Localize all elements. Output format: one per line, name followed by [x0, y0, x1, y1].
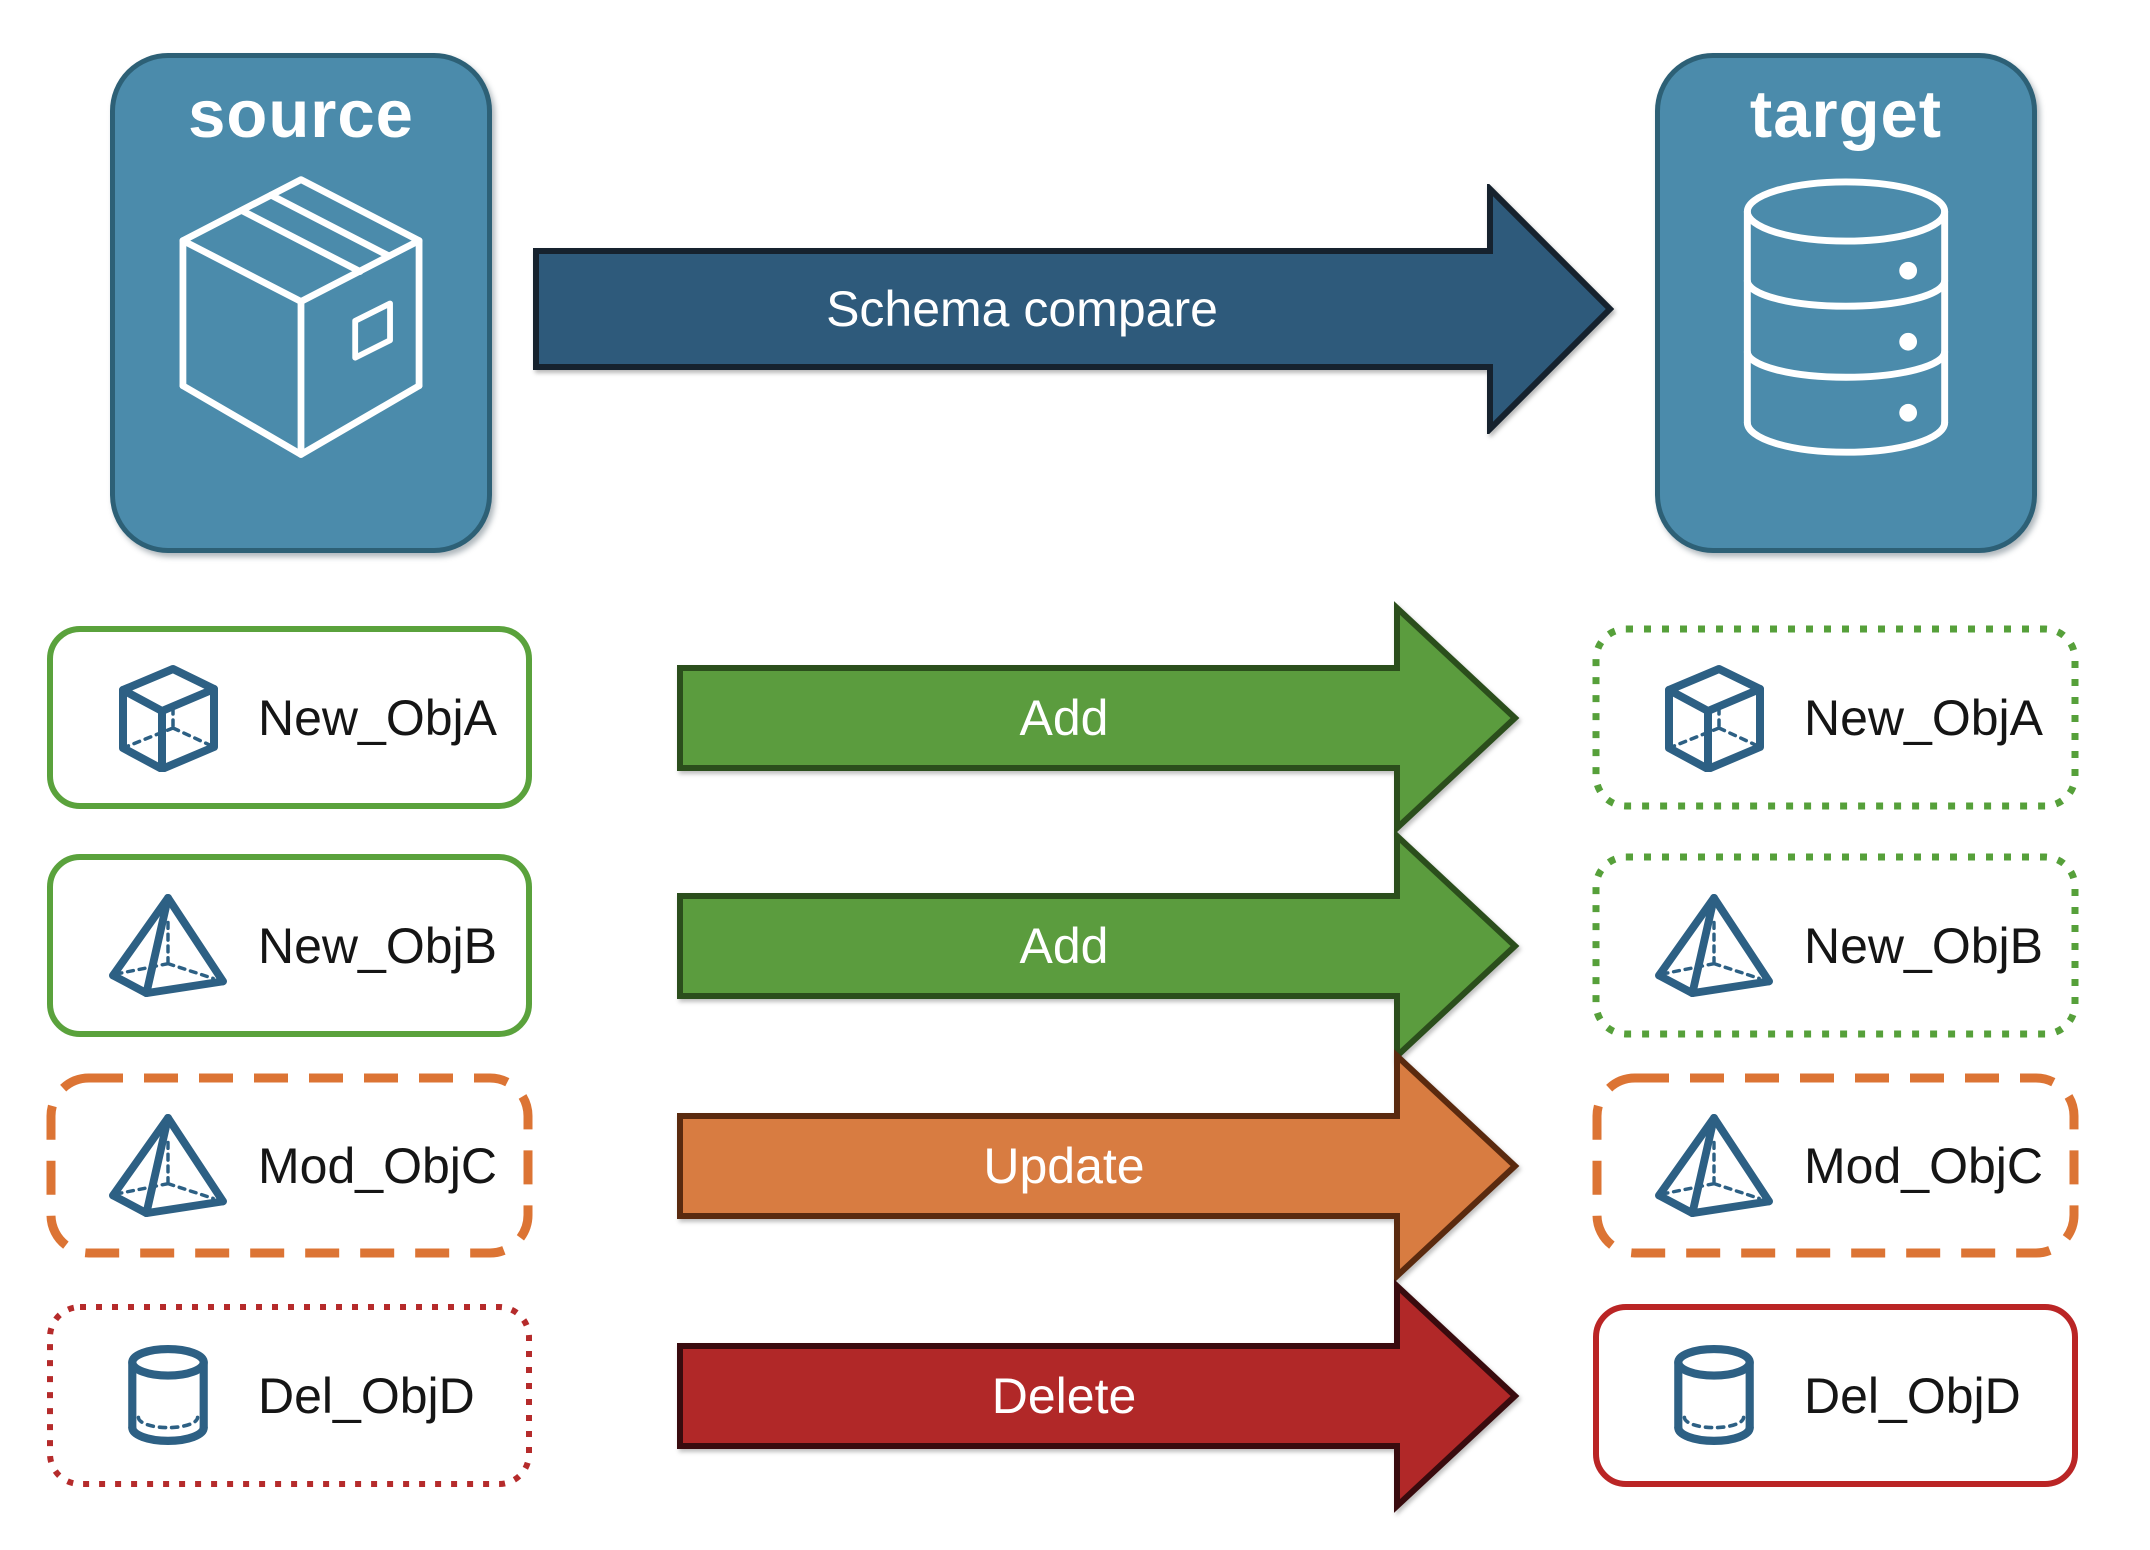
cylinder-icon	[1648, 1345, 1780, 1447]
card-border-green-solid	[47, 854, 532, 1037]
object-label: Mod_ObjC	[1804, 1137, 2043, 1194]
card-border-orange-dashed	[1592, 1073, 2079, 1258]
schema-compare-arrow-shape	[533, 184, 1614, 434]
database-icon	[1730, 174, 1962, 470]
target-card-mod-objc: Mod_ObjC	[1592, 1073, 2079, 1258]
add-arrow-shape	[677, 829, 1520, 1063]
source-panel-label: source	[188, 77, 414, 152]
card-border-orange-dashed	[46, 1073, 533, 1258]
target-card-new-objb: New_ObjB	[1592, 853, 2079, 1038]
object-label: New_ObjA	[258, 689, 497, 746]
pyramid-icon	[1648, 1113, 1780, 1219]
cube-icon	[102, 664, 234, 772]
object-label: New_ObjA	[1804, 689, 2043, 746]
schema-compare-arrow: Schema compare	[533, 184, 1614, 434]
cylinder-icon	[102, 1345, 234, 1447]
target-card-new-obja: New_ObjA	[1592, 625, 2079, 810]
update-arrow: Update	[677, 1049, 1520, 1283]
object-label: Del_ObjD	[1804, 1367, 2021, 1424]
cube-icon	[1648, 664, 1780, 772]
source-card-new-objb: New_ObjB	[46, 853, 533, 1038]
target-panel-label: target	[1749, 77, 1943, 152]
add-arrow-label: Add	[1020, 690, 1109, 746]
card-border-red-dotted	[47, 1304, 532, 1487]
package-icon	[165, 168, 437, 468]
schema-compare-label: Schema compare	[826, 281, 1218, 337]
delete-arrow-shape	[677, 1279, 1520, 1513]
add-arrow-label: Add	[1020, 918, 1109, 974]
add-arrow-shape	[677, 601, 1520, 835]
object-label: New_ObjB	[258, 917, 497, 974]
card-border-green-dotted	[1592, 625, 2079, 810]
delete-arrow: Delete	[677, 1279, 1520, 1513]
delete-arrow-label: Delete	[992, 1368, 1137, 1424]
pyramid-icon	[1648, 893, 1780, 999]
target-panel: target	[1655, 53, 2037, 553]
update-arrow-shape	[677, 1049, 1520, 1283]
update-arrow-label: Update	[983, 1138, 1144, 1194]
source-card-del-objd: Del_ObjD	[46, 1303, 533, 1488]
add-arrow-row2: Add	[677, 829, 1520, 1063]
card-border-green-solid	[47, 626, 532, 809]
pyramid-icon	[102, 893, 234, 999]
add-arrow-row1: Add	[677, 601, 1520, 835]
pyramid-icon	[102, 1113, 234, 1219]
source-card-new-obja: New_ObjA	[46, 625, 533, 810]
target-card-del-objd: Del_ObjD	[1592, 1303, 2079, 1488]
card-border-red-solid	[1593, 1304, 2078, 1487]
source-panel: source	[110, 53, 492, 553]
object-label: Mod_ObjC	[258, 1137, 497, 1194]
card-border-green-dotted	[1592, 853, 2079, 1038]
object-label: New_ObjB	[1804, 917, 2043, 974]
object-label: Del_ObjD	[258, 1367, 475, 1424]
source-card-mod-objc: Mod_ObjC	[46, 1073, 533, 1258]
